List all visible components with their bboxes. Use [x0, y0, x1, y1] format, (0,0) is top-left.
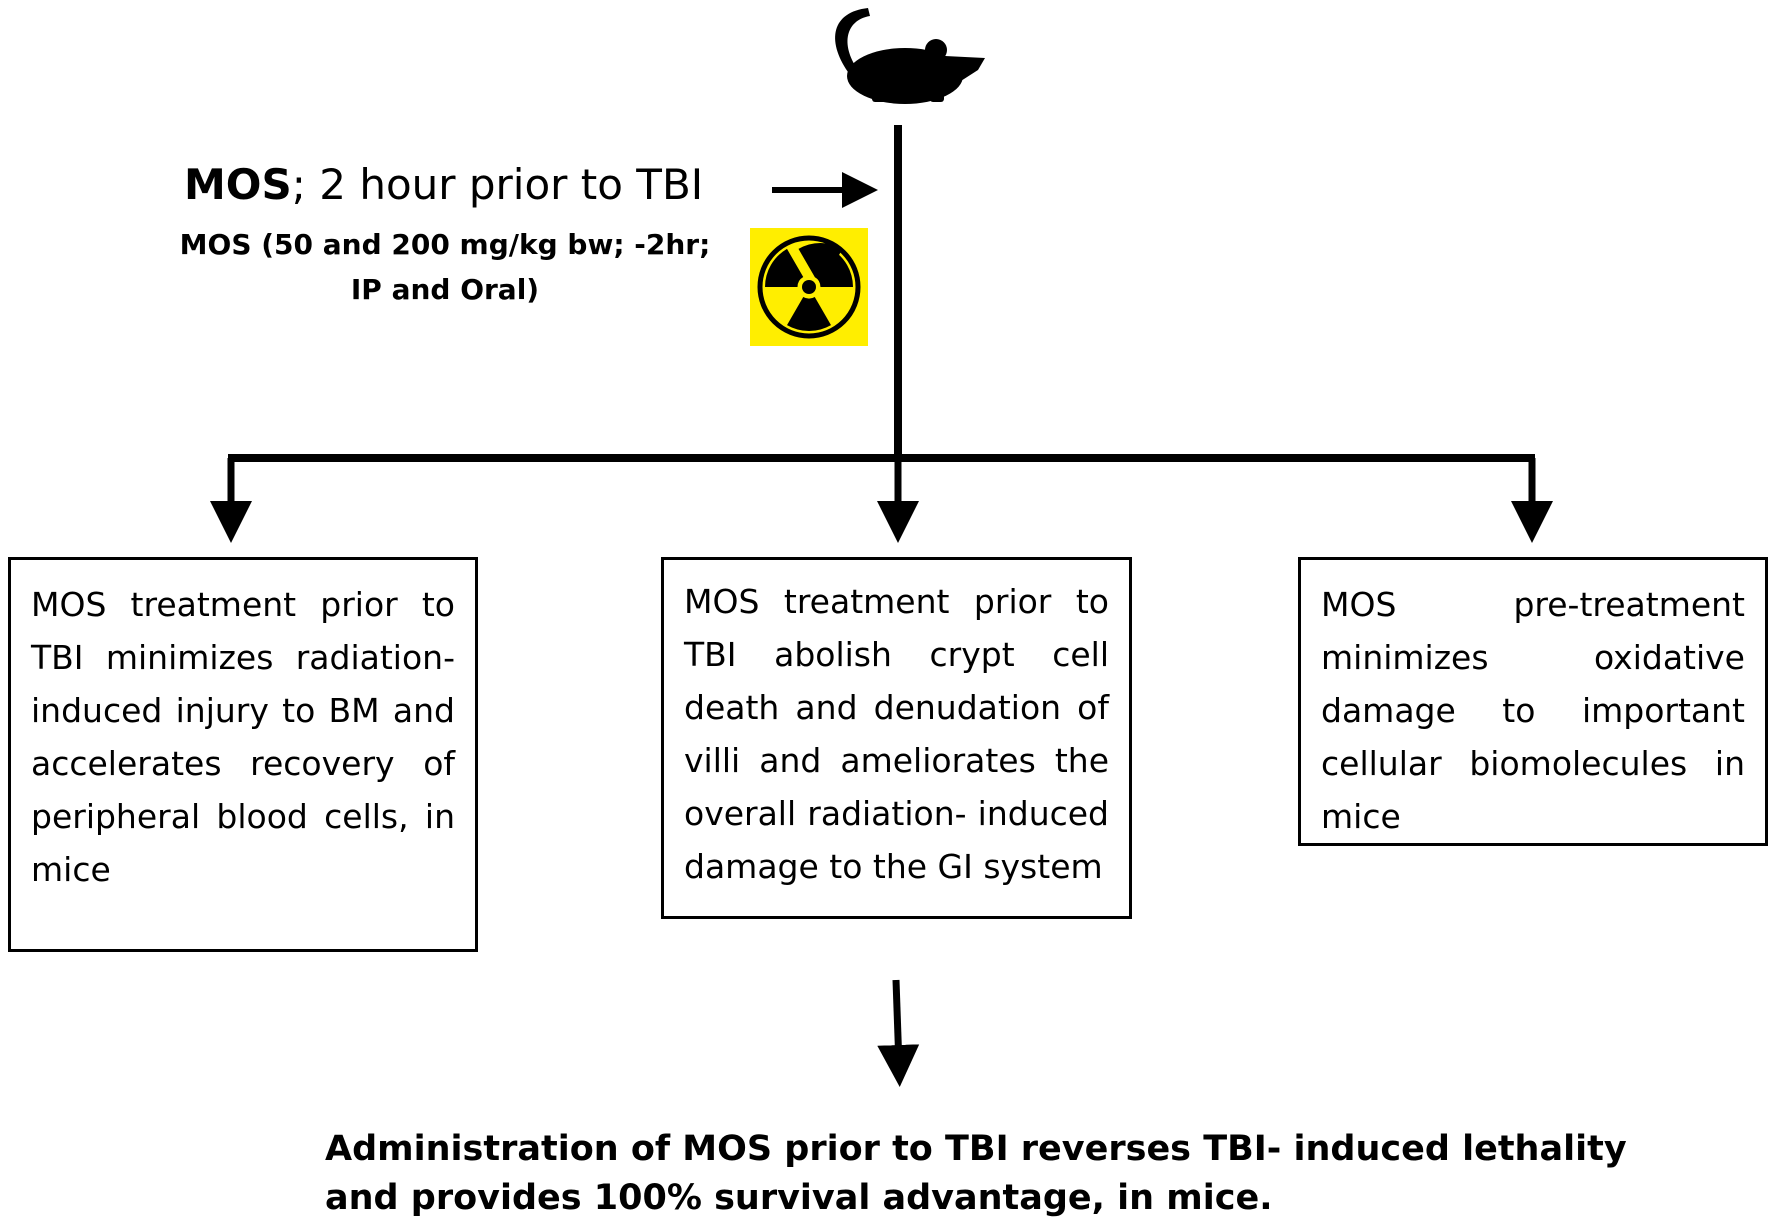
- outcome-box-bone-marrow: MOS treatment prior to TBI minimizes rad…: [8, 557, 478, 952]
- dose-timing: ; 2 hour prior to TBI: [291, 160, 704, 209]
- conclusion-arrow: [877, 979, 920, 1087]
- conclusion-text: Administration of MOS prior to TBI rever…: [325, 1129, 1627, 1218]
- dose-heading: MOS; 2 hour prior to TBI: [184, 160, 703, 209]
- outcome-box-oxidative-damage: MOS pre-treatment minimizes oxidative da…: [1298, 557, 1768, 846]
- outcome-text: MOS treatment prior to TBI minimizes rad…: [31, 585, 455, 889]
- dose-compound: MOS: [184, 160, 292, 209]
- outcome-text: MOS treatment prior to TBI abolish crypt…: [684, 582, 1109, 886]
- radiation-hazard-icon: [750, 228, 868, 346]
- dose-details: MOS (50 and 200 mg/kg bw; -2hr; IP and O…: [179, 228, 711, 306]
- outcome-text: MOS pre-treatment minimizes oxidative da…: [1321, 585, 1745, 836]
- mouse-icon: [835, 8, 985, 104]
- outcome-box-gi-system: MOS treatment prior to TBI abolish crypt…: [661, 557, 1132, 919]
